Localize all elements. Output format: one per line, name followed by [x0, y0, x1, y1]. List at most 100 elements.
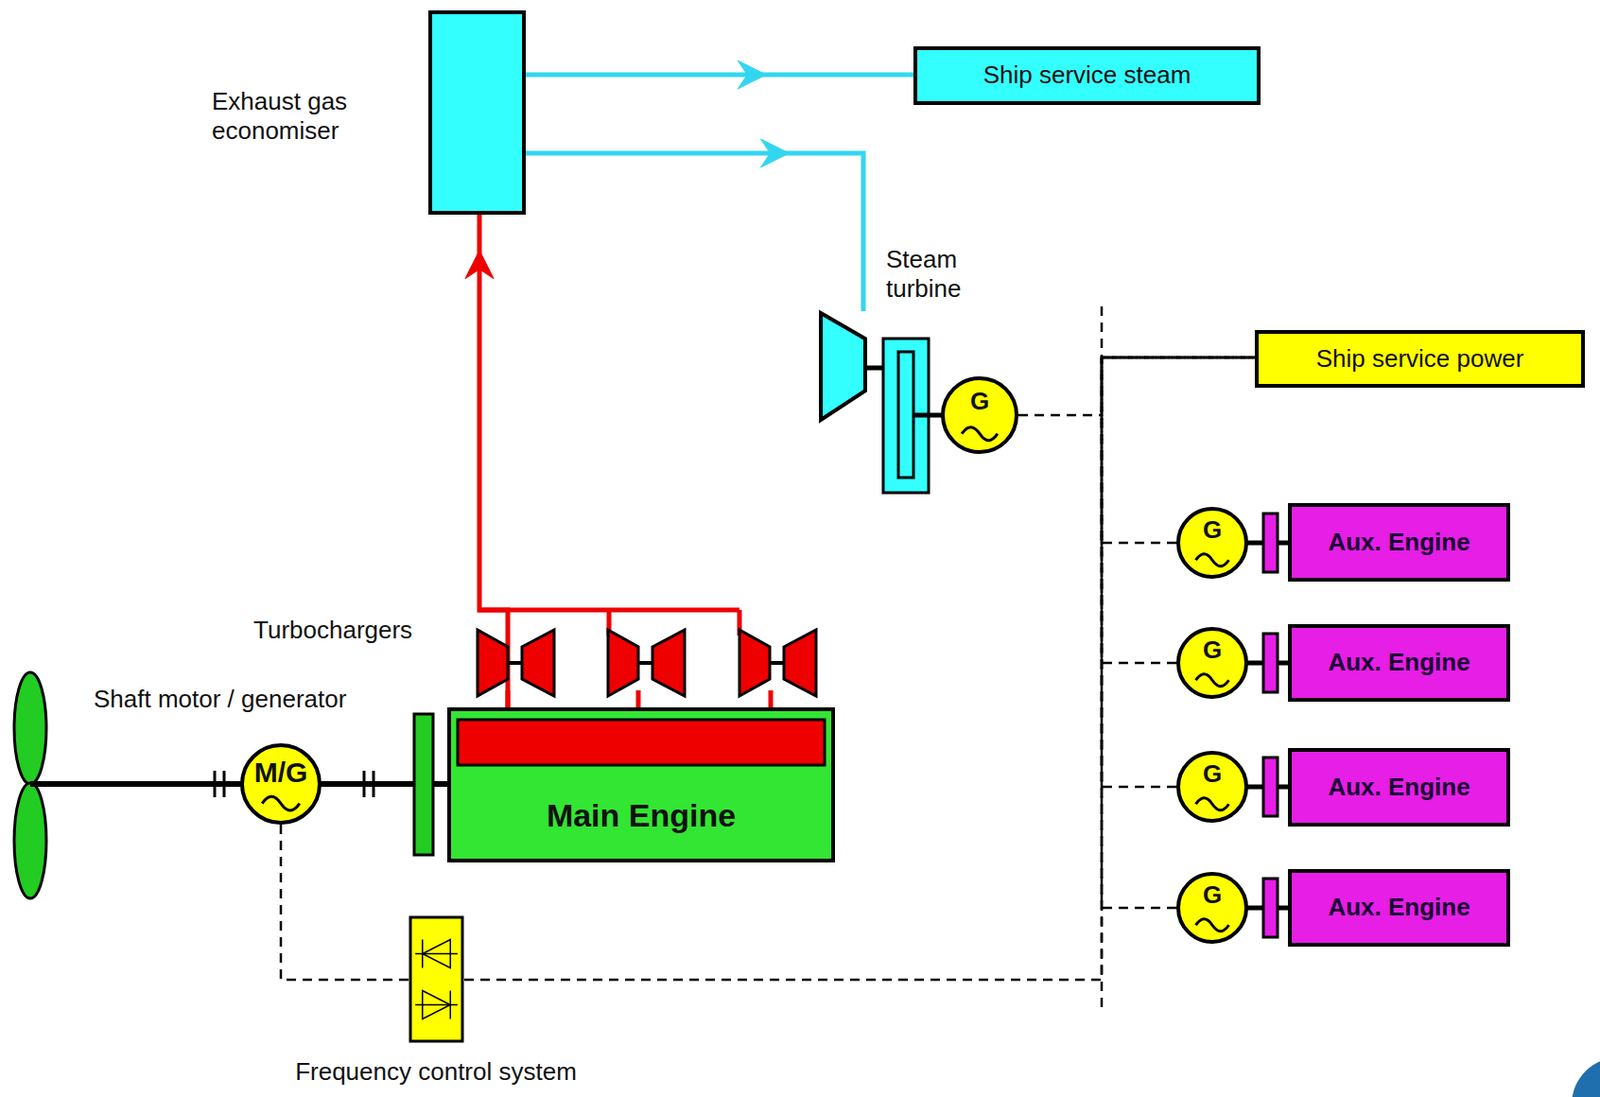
aux-flange	[1263, 633, 1278, 693]
engine-outline	[449, 709, 834, 861]
generator-symbol: G	[940, 376, 1019, 454]
generator-symbol: G	[1176, 871, 1249, 944]
node-outline	[818, 311, 868, 422]
node-heading: Steam turbine	[886, 244, 995, 304]
ac-symbol	[1196, 919, 1230, 932]
power-cable	[280, 824, 409, 980]
propeller-blade	[14, 782, 47, 899]
turbocharger	[608, 629, 685, 696]
node-body: G	[1176, 506, 1249, 579]
node-body: G	[1176, 871, 1249, 944]
power-cable	[1101, 357, 1255, 908]
turbo-shaft	[638, 660, 653, 665]
node-body: Aux. Engine	[1287, 747, 1511, 827]
aux-engine-box: Aux. Engine	[1287, 869, 1511, 947]
node-outline	[408, 915, 465, 1044]
node-body: Aux. Engine	[1287, 624, 1511, 702]
compressor-wheel	[521, 629, 555, 696]
node-heading: Frequency control system	[237, 1057, 635, 1087]
node-body	[408, 915, 465, 1044]
coupling-flange	[363, 770, 366, 798]
generator-shaft	[913, 413, 943, 418]
gear-wheel	[898, 351, 914, 478]
node-text: Aux. Engine	[1327, 648, 1470, 678]
turbocharger	[477, 629, 555, 696]
node-text: M/G	[254, 756, 309, 790]
generator-outline	[942, 378, 1017, 453]
generator-outline	[1178, 752, 1247, 821]
arrow-head	[737, 60, 766, 89]
compressor-wheel	[783, 629, 817, 696]
node-text: Ship service steam	[983, 61, 1192, 90]
node-body: Ship service steam	[913, 46, 1261, 105]
aux-coupling	[1246, 513, 1288, 938]
node-body: G	[1176, 626, 1249, 699]
steam-line	[525, 72, 914, 78]
turbocharger	[739, 629, 817, 696]
generator-symbol: G	[1176, 506, 1249, 579]
node-body	[818, 311, 868, 422]
ac-symbol	[961, 427, 998, 441]
diode-symbol	[415, 939, 458, 969]
aux-flange	[1263, 878, 1278, 938]
node-text: Main Engine	[546, 797, 736, 835]
power-cable	[464, 357, 1255, 980]
component-label: Turbochargers	[253, 616, 413, 645]
diode-lead	[415, 953, 458, 956]
node-body	[428, 10, 526, 215]
box-outline	[1289, 749, 1509, 825]
turbo-shaft	[769, 660, 784, 665]
box-outline	[1289, 870, 1509, 945]
ac-symbol	[1196, 674, 1230, 687]
node-text: Aux. Engine	[1327, 773, 1470, 802]
coupling-flange	[372, 770, 376, 798]
aux-flange	[1263, 513, 1278, 573]
node-body: G	[940, 376, 1019, 454]
generator-outline	[242, 745, 320, 823]
turbine-outline	[820, 313, 866, 420]
propeller-shaft	[30, 781, 448, 787]
node-body: Aux. Engine	[1287, 503, 1511, 582]
node-body: G	[1176, 750, 1249, 823]
turbine-wheel	[608, 629, 639, 696]
node-text: G	[1202, 516, 1222, 545]
box-outline	[1256, 331, 1583, 386]
diode-symbol	[415, 991, 458, 1020]
node-body: Main Engine	[447, 707, 835, 863]
ac-symbol	[261, 796, 300, 811]
generator-symbol: G	[1176, 750, 1249, 823]
flywheel	[414, 713, 434, 855]
switchboard-bus	[1100, 306, 1104, 1010]
aux-engine-box: Aux. Engine	[1287, 747, 1511, 827]
box-outline	[430, 12, 524, 213]
node-text: G	[1202, 760, 1222, 789]
generator-outline	[1178, 508, 1247, 577]
frequency-converter: Frequency control system	[408, 915, 465, 1044]
node-body: Ship service power	[1254, 330, 1585, 388]
node-text: Aux. Engine	[1327, 893, 1470, 922]
motor-generator-symbol: M/G	[240, 743, 322, 825]
coupling-flange	[223, 770, 227, 798]
arrow-head	[465, 250, 494, 279]
exhaust-manifold	[457, 719, 825, 766]
node-outline	[447, 707, 835, 863]
box-outline	[1289, 626, 1509, 700]
ac-symbol	[1196, 798, 1230, 811]
turbine-wheel	[477, 629, 508, 696]
node-text: Aux. Engine	[1327, 528, 1470, 557]
steam-line	[525, 153, 864, 312]
box-outline	[1289, 504, 1509, 580]
turbine-wheel	[739, 629, 770, 696]
steam-consumer-box: Ship service steam	[913, 46, 1261, 105]
steam-turbine: Steam turbine	[818, 311, 868, 422]
converter-outline	[410, 917, 463, 1042]
power-consumer-box: Ship service power	[1254, 330, 1585, 388]
component-label: Shaft motor / generator	[93, 685, 347, 714]
generator-outline	[1178, 873, 1247, 942]
aux-flange	[1263, 757, 1278, 817]
node-text: G	[1202, 636, 1222, 665]
arrow-head	[760, 139, 789, 168]
node-text: G	[1202, 881, 1222, 910]
power-cable	[1018, 357, 1255, 416]
